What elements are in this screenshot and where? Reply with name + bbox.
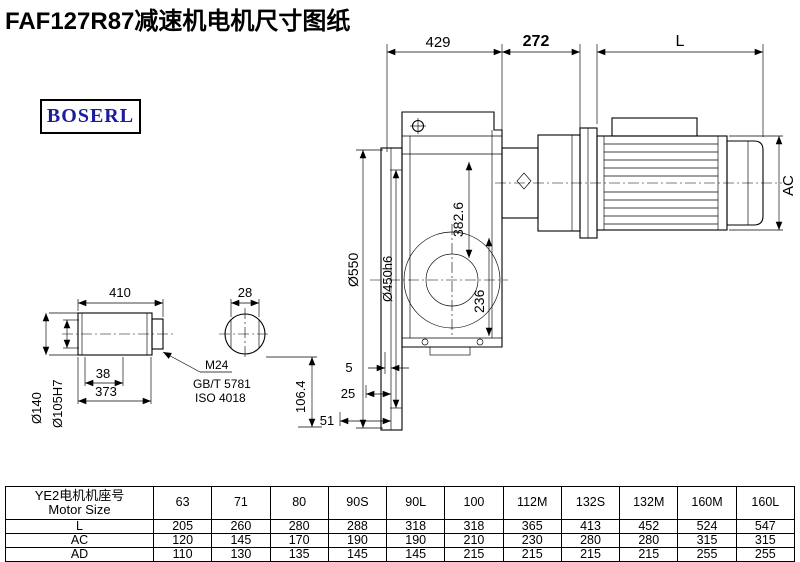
note-gbt: GB/T 5781 xyxy=(193,377,251,391)
dim-373: 373 xyxy=(95,384,117,399)
dim-410: 410 xyxy=(109,285,131,300)
dim-ac: AC xyxy=(780,175,797,196)
table-cell: 190 xyxy=(327,533,388,549)
motor-size-table: YE2电机机座号 Motor Size 63 71 80 90S 90L 100… xyxy=(5,486,796,562)
motor-assembly xyxy=(495,117,782,239)
gearbox-housing xyxy=(370,111,508,431)
shaft-dimensions: 410 28 Ø140 Ø105H7 38 373 xyxy=(29,285,260,428)
dim-phi550: Ø550 xyxy=(345,253,361,287)
table-cell: 547 xyxy=(735,518,796,535)
table-cell: 230 xyxy=(502,533,562,549)
table-cell: 190 xyxy=(386,533,446,549)
col-header: 132M xyxy=(619,486,679,520)
col-header: 90S xyxy=(327,486,388,520)
top-dimensions: 429 272 L xyxy=(386,33,764,152)
row-label: AC xyxy=(5,533,154,549)
table-cell: 318 xyxy=(386,518,446,535)
col-header: 160L xyxy=(735,486,796,520)
table-cell: 524 xyxy=(677,518,737,535)
col-header: 132S xyxy=(560,486,621,520)
table-cell: 215 xyxy=(444,547,504,562)
col-header: 90L xyxy=(386,486,446,520)
dim-l: L xyxy=(676,33,685,50)
table-cell: 110 xyxy=(152,547,213,562)
table-cell: 145 xyxy=(386,547,446,562)
table-cell: 135 xyxy=(269,547,329,562)
header-cn: YE2电机机座号 xyxy=(34,488,125,504)
table-cell: 280 xyxy=(619,533,679,549)
dim-51: 51 xyxy=(320,413,334,428)
col-header: 100 xyxy=(444,486,504,520)
table-cell: 170 xyxy=(269,533,329,549)
table-cell: 260 xyxy=(211,518,271,535)
table-cell: 145 xyxy=(327,547,388,562)
terminal-box xyxy=(611,117,698,137)
table-cell: 145 xyxy=(211,533,271,549)
table-cell: 280 xyxy=(560,533,621,549)
ac-dimension: AC xyxy=(729,135,797,231)
shaft-detail-view xyxy=(62,308,271,360)
header-en: Motor Size xyxy=(48,502,111,517)
note-m24: M24 xyxy=(205,358,229,372)
col-header: 63 xyxy=(152,486,213,520)
dim-382-6: 382.6 xyxy=(450,202,466,237)
table-header-row: YE2电机机座号 Motor Size 63 71 80 90S 90L 100… xyxy=(5,486,796,520)
table-cell: 255 xyxy=(735,547,796,562)
bottom-dimensions: 5 25 51 106.4 xyxy=(266,352,409,428)
col-header: 80 xyxy=(269,486,329,520)
dim-429: 429 xyxy=(425,34,450,51)
dim-phi140: Ø140 xyxy=(29,392,44,424)
col-header: 71 xyxy=(211,486,271,520)
brand-logo-box: BOSERL xyxy=(40,99,141,134)
dim-28: 28 xyxy=(238,285,252,300)
row-label: L xyxy=(5,518,154,535)
table-cell: 365 xyxy=(502,518,562,535)
dim-106-4: 106.4 xyxy=(293,380,308,413)
table-cell: 120 xyxy=(152,533,213,549)
dim-38: 38 xyxy=(96,366,110,381)
thread-note: M24 GB/T 5781 ISO 4018 xyxy=(162,351,251,405)
motor-fins xyxy=(604,143,718,225)
row-label: AD xyxy=(5,547,154,562)
dim-25: 25 xyxy=(341,386,355,401)
dim-5: 5 xyxy=(345,360,352,375)
table-cell: 210 xyxy=(444,533,504,549)
table-cell: 130 xyxy=(211,547,271,562)
housing-dimensions: 382.6 236 Ø550 Ø450h6 xyxy=(345,149,493,429)
page-title: FAF127R87减速机电机尺寸图纸 xyxy=(5,8,351,35)
col-header: 160M xyxy=(677,486,737,520)
dim-phi105: Ø105H7 xyxy=(50,380,65,428)
note-iso: ISO 4018 xyxy=(195,391,246,405)
table-cell: 318 xyxy=(444,518,504,535)
table-cell: 280 xyxy=(269,518,329,535)
technical-drawing: 429 272 L 382.6 xyxy=(29,33,797,431)
table-cell: 215 xyxy=(560,547,621,562)
table-cell: 315 xyxy=(735,533,796,549)
table-cell: 255 xyxy=(677,547,737,562)
dim-236: 236 xyxy=(471,289,487,313)
dim-phi450: Ø450h6 xyxy=(380,256,395,302)
table-cell: 205 xyxy=(152,518,213,535)
table-cell: 413 xyxy=(560,518,621,535)
table-row-ac: AC 120 145 170 190 190 210 230 280 280 3… xyxy=(5,533,796,549)
table-cell: 315 xyxy=(677,533,737,549)
table-cell: 288 xyxy=(327,518,388,535)
table-cell: 215 xyxy=(502,547,562,562)
fan-cover xyxy=(726,140,764,226)
col-header: 112M xyxy=(502,486,562,520)
table-header-motor-size: YE2电机机座号 Motor Size xyxy=(5,486,154,520)
brand-logo-text: BOSERL xyxy=(46,105,135,127)
table-row-ad: AD 110 130 135 145 145 215 215 215 215 2… xyxy=(5,547,796,562)
table-cell: 452 xyxy=(619,518,679,535)
dim-272: 272 xyxy=(523,33,550,50)
table-row-l: L 205 260 280 288 318 318 365 413 452 52… xyxy=(5,518,796,535)
table-cell: 215 xyxy=(619,547,679,562)
